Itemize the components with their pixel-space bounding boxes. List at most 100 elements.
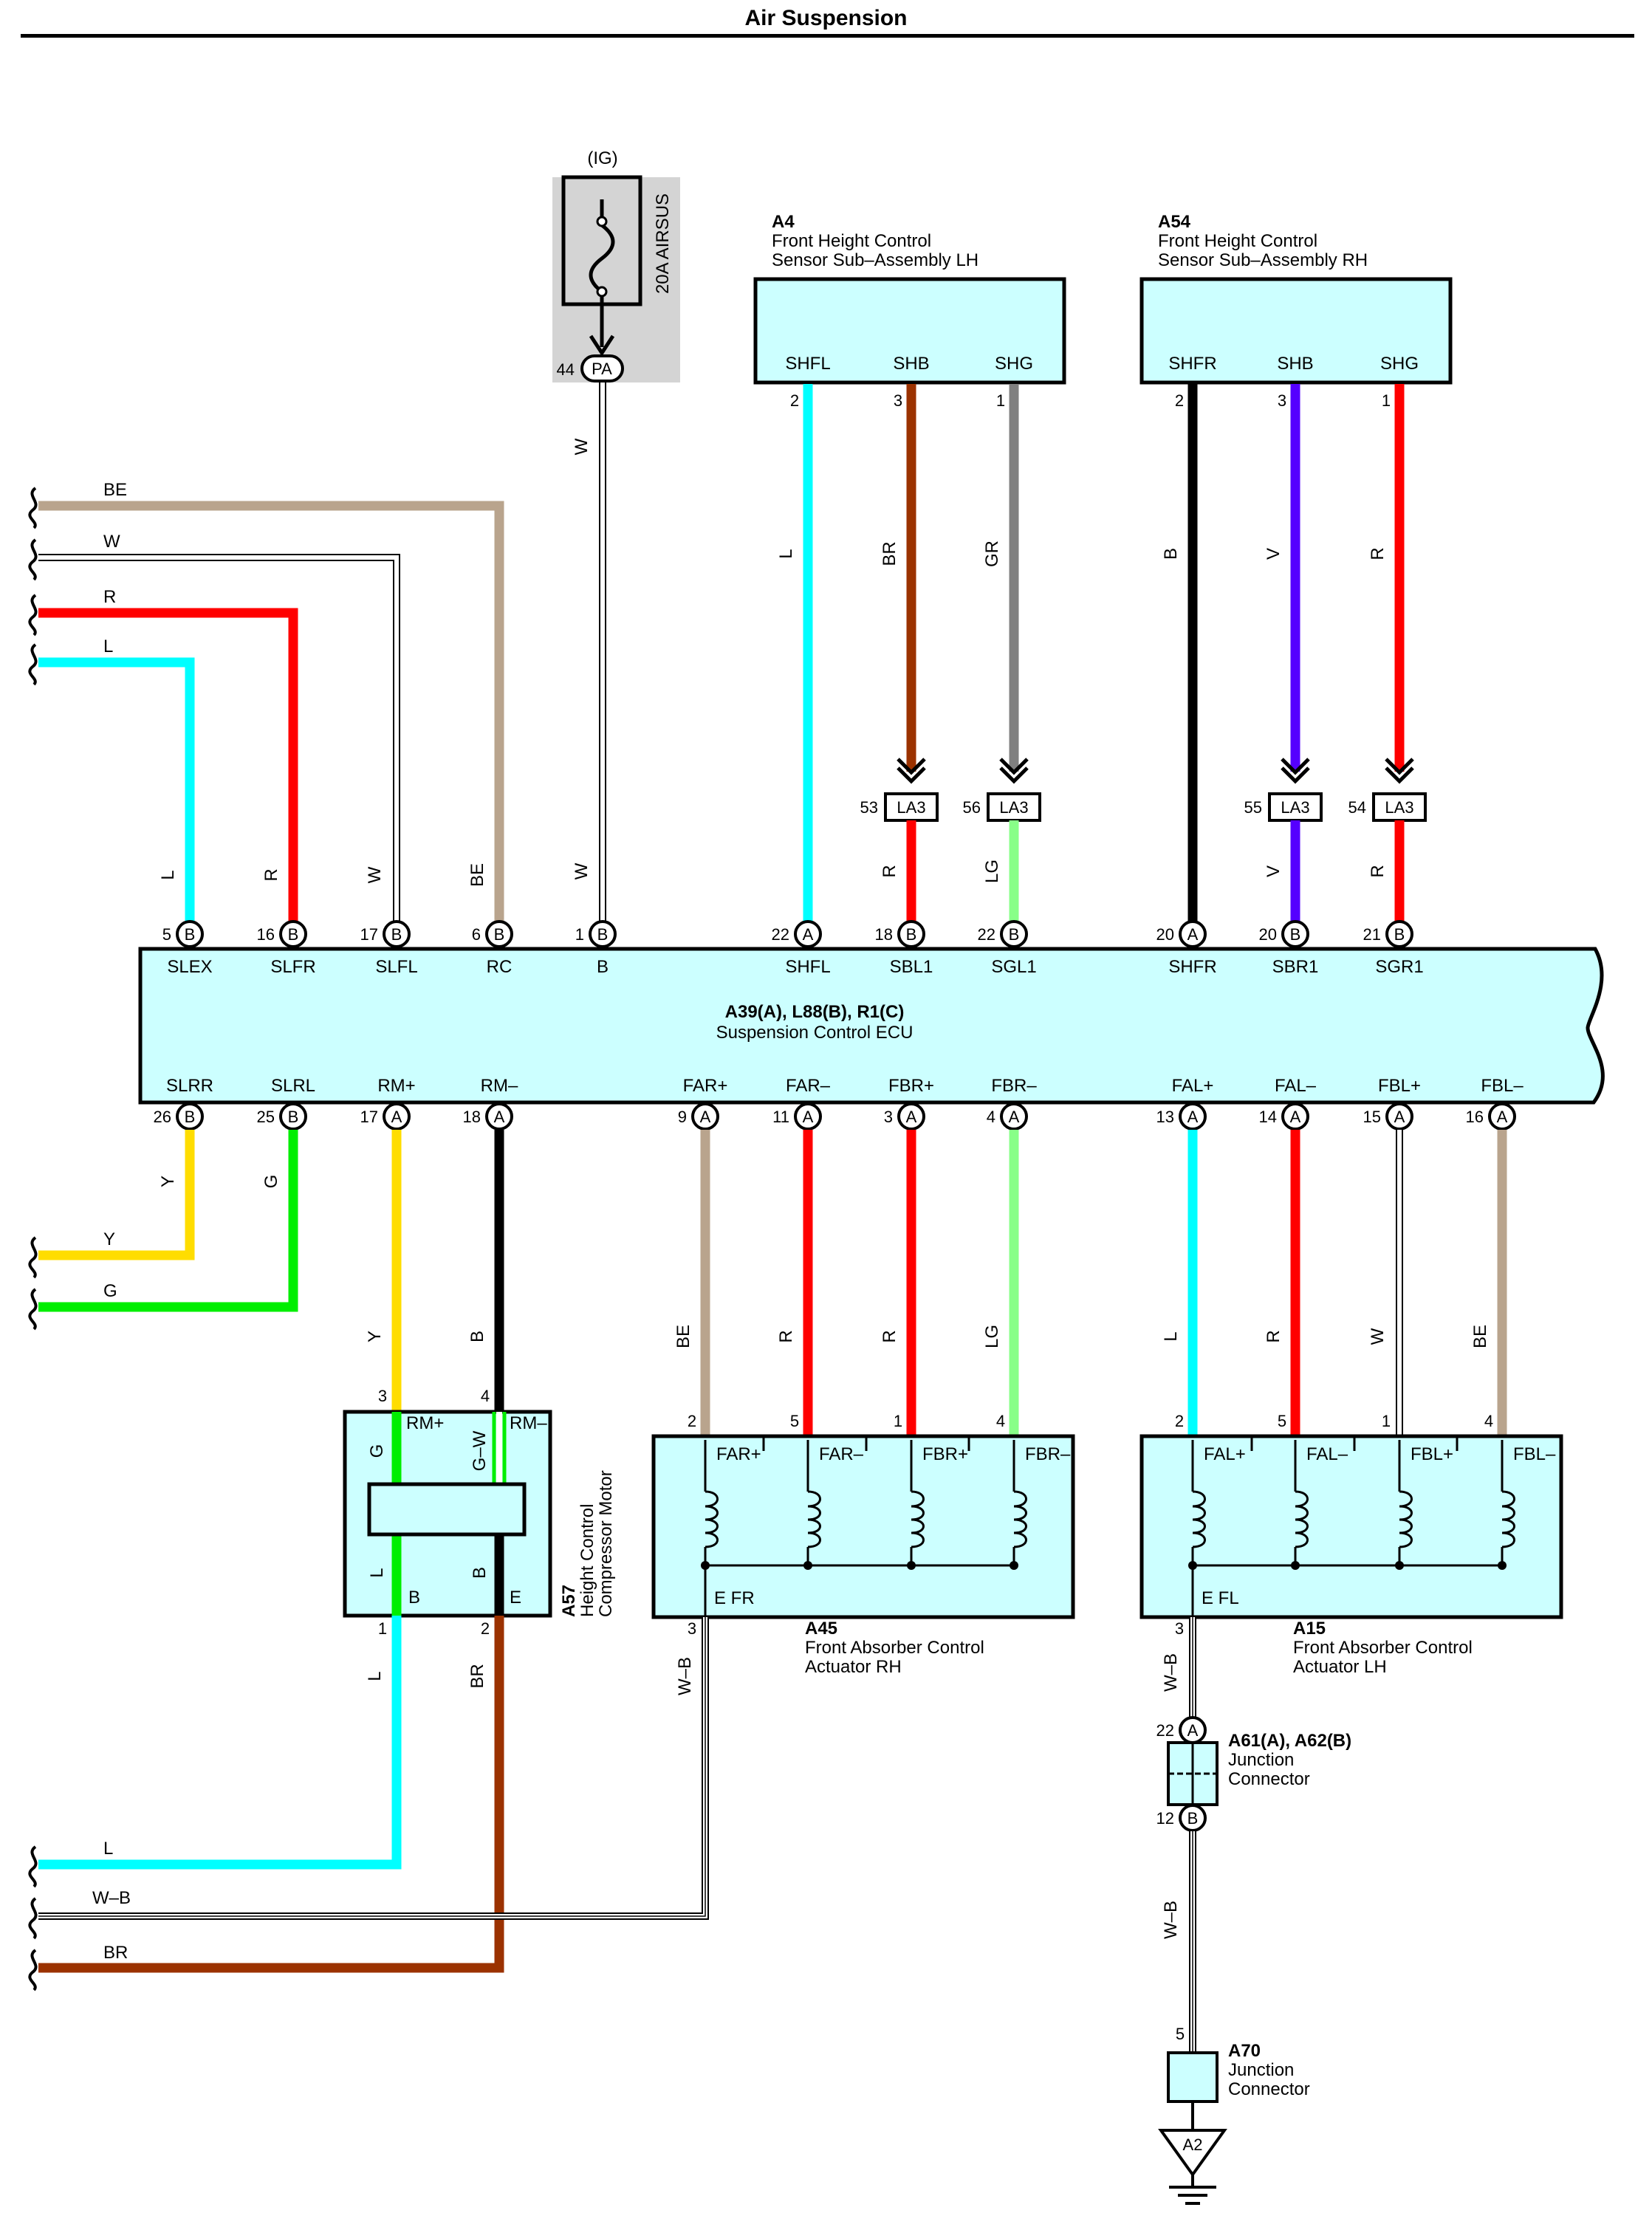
actuator-lh-box — [1139, 1434, 1563, 1619]
left-mid-wire-1 — [38, 1130, 298, 1312]
sensor-rh-name2: Sensor Sub–Assembly RH — [1158, 250, 1368, 270]
left-bottom-wire-label-1: W–B — [92, 1888, 131, 1908]
wire-label-slrl: G — [261, 1175, 281, 1189]
motor-wire-y-label: Y — [365, 1331, 385, 1342]
ecu-top-pin-6 — [897, 920, 925, 948]
ecu-top-pin-10 — [1385, 920, 1413, 948]
actuator-rh-wire-label-3: LG — [982, 1325, 1002, 1348]
ecu-bottom-pin-sig-0: SLRR — [166, 1076, 213, 1096]
actuator-rh-wire-label-2: R — [880, 1330, 899, 1342]
la3-connector-1 — [884, 792, 939, 822]
sensor-lh-name1: Front Height Control — [772, 231, 931, 251]
ecu-top-pin-3 — [485, 920, 513, 948]
left-mid-wire-0 — [38, 1130, 195, 1260]
ecu-top-pin-9 — [1281, 920, 1309, 948]
wire-label-fuse-w: W — [572, 438, 592, 455]
left-mid-break-1 — [28, 1288, 38, 1331]
actuator-lh-ground-pin: 3 — [1175, 1619, 1184, 1638]
ecu-top-pin-sig-9: SBR1 — [1272, 957, 1319, 977]
ecu-top-pin-0 — [176, 920, 204, 948]
motor-code: A57 — [559, 1585, 579, 1617]
ecu-bottom-pin-9 — [1281, 1102, 1309, 1130]
left-bottom-wire-label-0: L — [103, 1839, 113, 1859]
left-top-wire-label-0: BE — [103, 480, 127, 500]
ecu-bottom-pin-2 — [383, 1102, 411, 1130]
left-bottom-wire-br — [38, 1616, 504, 1973]
junction1-pin-b-letter: B — [1187, 1809, 1199, 1828]
sensor-wire-label-1: BR — [880, 541, 899, 566]
la3-pin-2: 56 — [963, 798, 981, 817]
motor-gw-label: G–W — [470, 1430, 490, 1471]
ecu-bottom-pin-sig-8: FAL+ — [1172, 1076, 1214, 1096]
ecu-top-pin-5 — [794, 920, 822, 948]
fuse-pin-number: 44 — [557, 360, 575, 379]
actuator-rh-coil-1 — [807, 1490, 821, 1548]
ecu-top-pin-5-letter: A — [803, 925, 814, 944]
la3-arrow-5 — [1385, 758, 1414, 784]
sensor-lh-pin-1-num: 3 — [894, 391, 902, 410]
ecu-bottom-pin-num-2: 17 — [360, 1108, 378, 1126]
sensor-rh-pin-1-sig: SHB — [1277, 354, 1313, 374]
motor-pin1: 1 — [378, 1619, 387, 1638]
la3-label-4: LA3 — [1281, 798, 1309, 817]
junction1-pin-a-num: 22 — [1156, 1721, 1174, 1740]
left-top-break-3 — [28, 643, 38, 686]
ecu-top-pin-0-letter: B — [185, 925, 196, 944]
motor-term-b: B — [408, 1588, 420, 1608]
actuator-rh-pin-sig-2: FBR+ — [922, 1444, 968, 1464]
sensor-wire-label-2: GR — [982, 541, 1002, 567]
actuator-rh-ground-wire-stripe — [38, 1617, 706, 1917]
left-mid-wire-label-1: G — [103, 1281, 117, 1301]
ecu-top-pin-9-letter: B — [1290, 925, 1301, 944]
ecu-bottom-pin-1 — [279, 1102, 307, 1130]
sensor-rh-code: A54 — [1158, 212, 1191, 232]
actuator-rh-pin-num-2: 1 — [894, 1412, 902, 1430]
ecu-top-pin-num-6: 18 — [875, 925, 893, 944]
actuator-lh-pin-num-1: 5 — [1278, 1412, 1286, 1430]
actuator-lh-pin-num-0: 2 — [1175, 1412, 1184, 1430]
junction-link-wire-label: W–B — [1161, 1901, 1181, 1939]
ecu-top-pin-2 — [383, 920, 411, 948]
actuator-lh-coil-0 — [1192, 1490, 1206, 1548]
ecu-bottom-pin-11-letter: A — [1497, 1108, 1508, 1126]
junction2-name2: Connector — [1228, 2079, 1310, 2099]
ecu-bottom-pin-5-letter: A — [803, 1108, 814, 1126]
ecu-bottom-pin-0-letter: B — [185, 1108, 196, 1126]
sensor-lh-pin-0-num: 2 — [790, 391, 799, 410]
wire-label-b-w: W — [572, 862, 592, 879]
ecu-top-pin-sig-4: B — [597, 957, 609, 977]
motor-name2: Compressor Motor — [596, 1470, 616, 1617]
ecu-top-pin-num-1: 16 — [257, 925, 275, 944]
ecu-top-pin-2-letter: B — [391, 925, 402, 944]
title-rule — [21, 34, 1634, 38]
fuse-connector — [580, 354, 624, 382]
la3-pin-1: 53 — [860, 798, 878, 817]
ground-triangle — [1158, 2129, 1227, 2178]
left-top-break-2 — [28, 594, 38, 637]
junction2-box — [1167, 2051, 1219, 2103]
left-top-break-1 — [28, 538, 38, 581]
left-bottom-break-1 — [28, 1897, 38, 1940]
sensor-lh-pin-2-sig: SHG — [995, 354, 1033, 374]
left-mid-break-0 — [28, 1236, 38, 1279]
junction1-name2: Connector — [1228, 1769, 1310, 1789]
ecu-name: Suspension Control ECU — [716, 1023, 914, 1043]
ecu-bottom-pin-7 — [1000, 1102, 1028, 1130]
actuator-lh-name1: Front Absorber Control — [1293, 1638, 1473, 1658]
actuator-rh-pin-sig-0: FAR+ — [716, 1444, 761, 1464]
ecu-top-pin-10-letter: B — [1394, 925, 1405, 944]
sensor-rh-pin-1-num: 3 — [1278, 391, 1286, 410]
ecu-bottom-pin-sig-1: SLRL — [271, 1076, 315, 1096]
sensor-wire-lower-label-5: R — [1368, 865, 1388, 877]
actuator-rh-ground-wire — [38, 1617, 709, 1920]
actuator-lh-wire-label-0: L — [1161, 1331, 1181, 1341]
fuse-background — [552, 177, 680, 382]
sensor-rh-pin-2-num: 1 — [1382, 391, 1391, 410]
left-top-wire-label-2: R — [103, 587, 116, 607]
fuse-terminal-bottom — [596, 286, 608, 298]
junction1-code: A61(A), A62(B) — [1228, 1731, 1351, 1751]
fuse-arrow — [589, 334, 615, 357]
ecu-top-pin-num-4: 1 — [575, 925, 584, 944]
ecu-bottom-pin-4 — [691, 1102, 719, 1130]
